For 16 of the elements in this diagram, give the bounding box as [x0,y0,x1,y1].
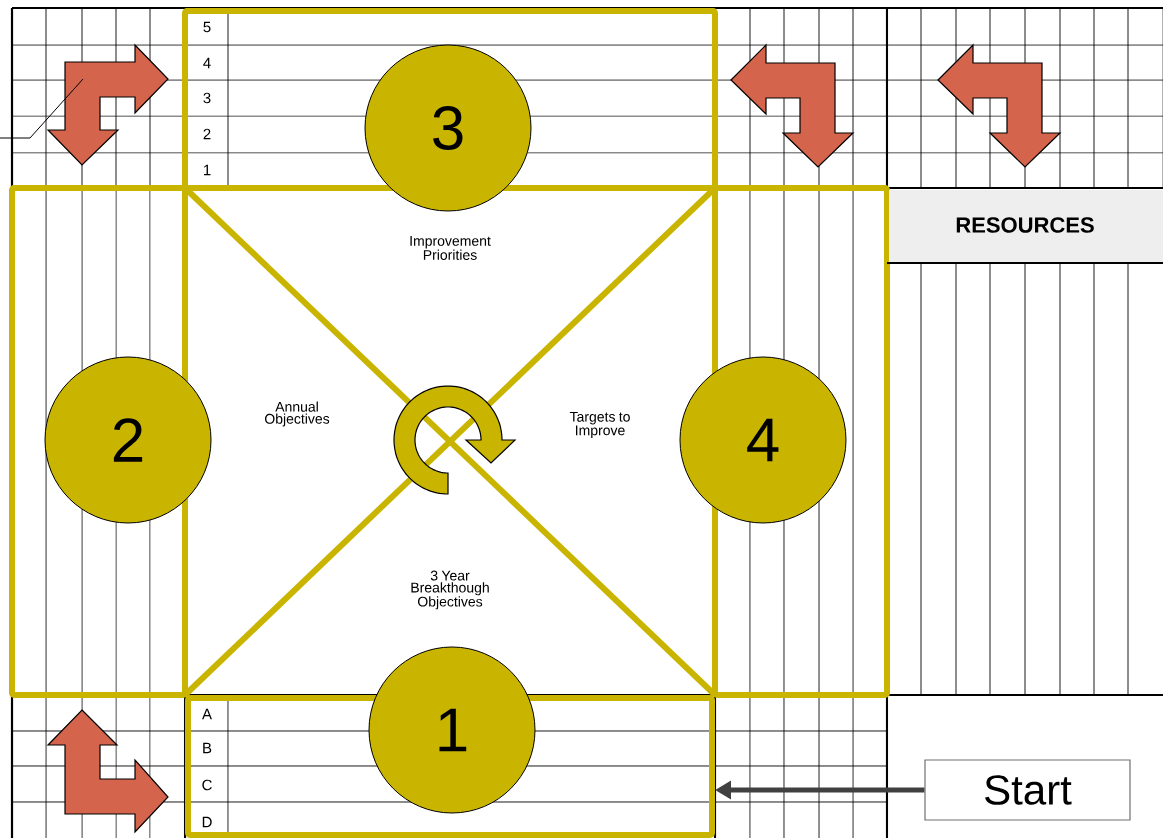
row-number: A [202,708,212,720]
column-header: RESOURCES [886,190,1163,264]
row-number: 1 [204,164,211,176]
section-outline [185,695,715,838]
row-number: B [203,742,212,754]
row-number: 4 [203,57,211,69]
row-number: D [202,816,212,828]
row-number: C [202,779,212,791]
bent-arrow [937,43,1062,168]
bent-arrow [46,43,169,166]
start-box: Start [924,759,1131,821]
bent-arrow [730,43,855,168]
leader-line [0,78,84,139]
row-number: 3 [203,92,211,104]
row-number: 5 [203,21,211,33]
row-number: 2 [203,128,211,140]
